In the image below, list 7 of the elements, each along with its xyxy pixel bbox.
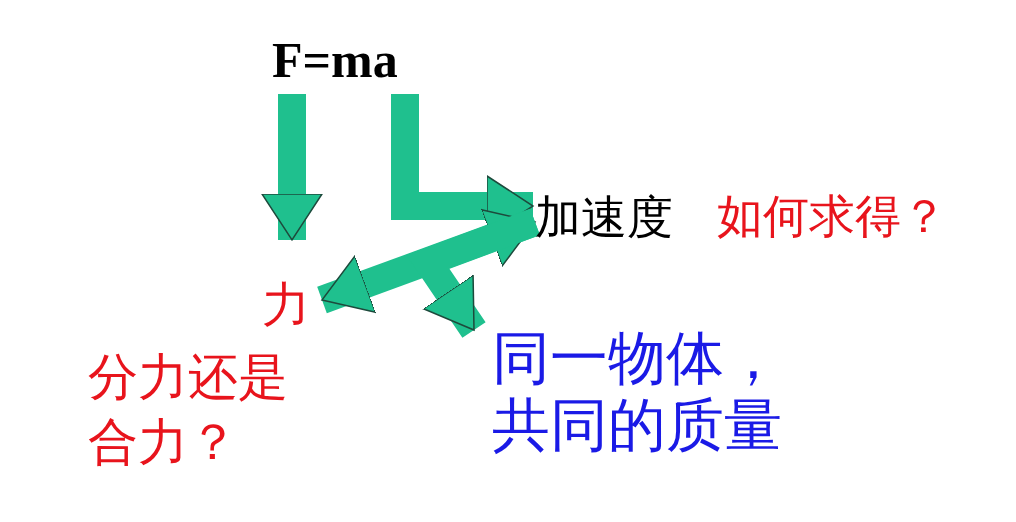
same-mass-note: 同一物体，共同的质量 — [492, 325, 782, 459]
formula-text: F=ma — [272, 32, 399, 90]
question-text: 分力还是合力？ — [88, 347, 288, 473]
question-text: 如何求得？ — [717, 188, 947, 245]
acceleration-label: 加速度 — [535, 190, 674, 244]
force-label: 力 — [262, 276, 311, 332]
block-arrow — [261, 94, 323, 241]
